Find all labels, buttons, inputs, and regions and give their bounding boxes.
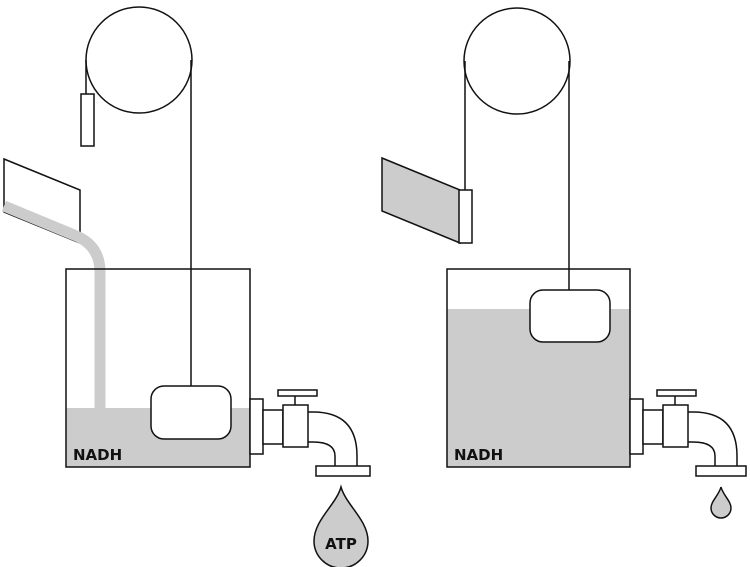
right-tank	[446, 268, 631, 468]
atp-drop-label: ATP	[325, 535, 357, 553]
right-tank-label: NADH	[454, 446, 503, 464]
left-system: NADH ATP	[1, 6, 371, 567]
right-valve-block	[458, 189, 473, 244]
right-pulley-wheel	[463, 7, 571, 115]
small-drop	[710, 486, 732, 519]
right-system: NADH	[381, 7, 747, 519]
left-tank-label: NADH	[73, 446, 122, 464]
left-tank	[65, 268, 251, 468]
right-float	[529, 289, 611, 343]
left-pulley-wheel	[85, 6, 193, 114]
right-valve-panel	[381, 156, 461, 245]
left-faucet	[249, 389, 371, 477]
atp-drop	[313, 484, 369, 567]
left-float	[150, 385, 232, 440]
right-faucet	[629, 389, 747, 477]
left-counterweight	[80, 93, 95, 147]
left-inflow-stream	[1, 200, 106, 408]
